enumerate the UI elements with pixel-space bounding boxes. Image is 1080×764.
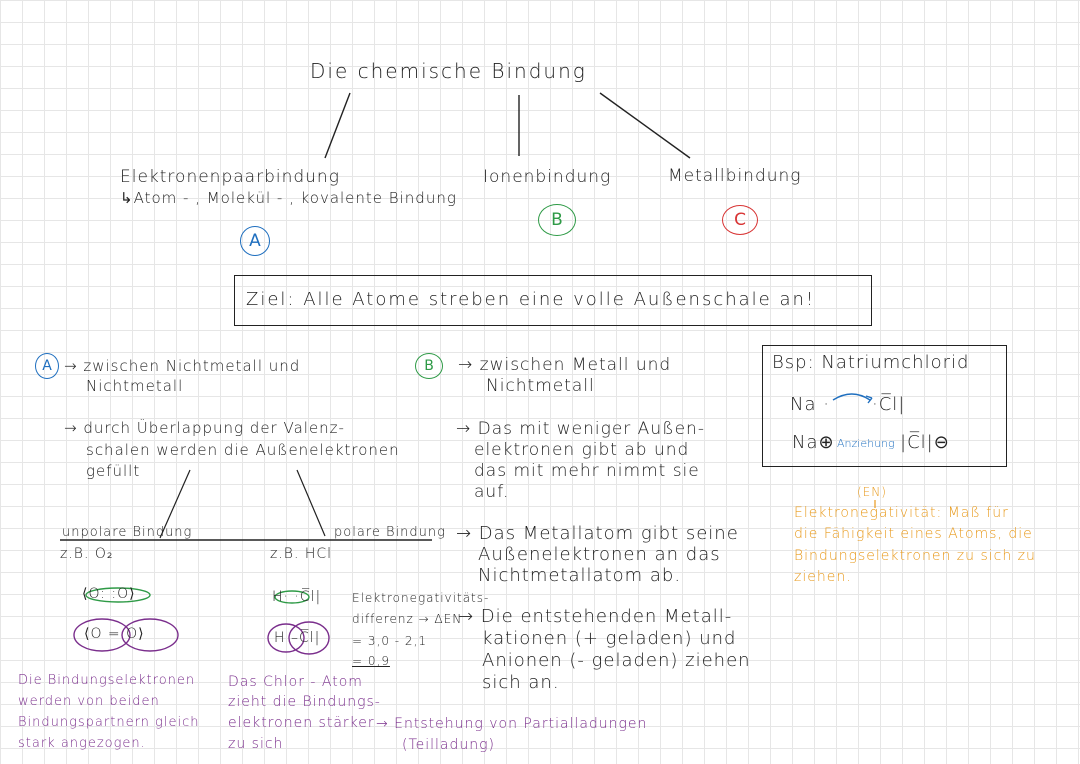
note-polar-3: elektronen stärker [228, 715, 375, 731]
section-a-point2-cont1: schalen werden die Außenelektronen [86, 441, 400, 459]
section-b-point1: → zwischen Metall und [458, 355, 672, 375]
scale-pointer-left [159, 469, 191, 539]
section-b-point1-cont: Nichtmetall [486, 376, 595, 396]
label-unpolar: unpolare Bindung [62, 525, 193, 540]
en-definition-1: Elektronegativität: Maß für [794, 505, 1009, 521]
note-partial-charge: → Entstehung von Partialladungen [376, 716, 648, 732]
hcl-orbital-h [267, 623, 305, 653]
note-unpolar-3: Bindungspartnern gleich [18, 715, 200, 730]
o2-orbital-left [73, 618, 131, 652]
branch-metallbindung: Metallbindung [668, 166, 802, 186]
section-b-marker: B [415, 353, 443, 379]
section-b-point4-cont1: kationen (+ geladen) und [482, 628, 737, 649]
section-a-point2: → durch Überlappung der Valenz- [64, 419, 345, 437]
section-b-point3-cont2: Nichtmetallatom ab. [478, 565, 682, 586]
hcl-orbital-cl [288, 621, 330, 655]
en-diff-label-2: differenz → ΔEN [352, 612, 463, 626]
example-cl-atom: ·C̅l| [872, 394, 906, 415]
o2-lewis-dots: ⟨O: :O⟩ [82, 586, 136, 602]
marker-b-circle: B [538, 204, 576, 236]
note-polar-4: zu sich [228, 736, 284, 752]
section-b-point3-cont1: Außenelektronen an das [478, 544, 721, 565]
electron-transfer-arrowhead-a [867, 397, 873, 404]
example-attraction-label: Anziehung [837, 437, 895, 450]
goal-box [234, 275, 872, 326]
example-na-ion: Na⊕ [792, 432, 835, 453]
section-b-point2: → Das mit weniger Außen- [456, 419, 705, 439]
note-polar-2: zieht die Bindungs- [228, 694, 381, 710]
branch-elektronenpaarbindung-synonyms: ↳Atom - , Molekül - , kovalente Bindung [120, 189, 457, 207]
en-definition-2: die Fähigkeit eines Atoms, die [794, 526, 1033, 542]
example-hcl: z.B. HCl [270, 546, 333, 562]
note-partial-charge-2: (Teilladung) [402, 737, 495, 753]
section-b-point4: → Die entstehenden Metall- [458, 606, 733, 627]
goal-text: Ziel: Alle Atome streben eine volle Auße… [246, 289, 816, 310]
section-a-point2-cont2: gefüllt [86, 462, 141, 480]
o2-overlap-green [85, 587, 151, 603]
en-diff-result: = 0,9 [352, 654, 390, 668]
section-a-point1: → zwischen Nichtmetall und [64, 357, 301, 375]
marker-a-circle: A [240, 226, 270, 256]
section-a-marker: A [35, 353, 59, 379]
section-a-point1-cont: Nichtmetall [86, 377, 184, 395]
marker-c-circle: C [722, 205, 758, 235]
section-b-point2-cont2: das mit mehr nimmt sie [474, 461, 700, 481]
en-abbreviation: (EN) [857, 485, 887, 499]
example-box [762, 345, 1007, 467]
example-o2: z.B. O₂ [60, 546, 114, 562]
note-unpolar-2: werden von beiden [18, 694, 160, 709]
example-box-title: Bsp: Natriumchlorid [772, 352, 970, 373]
o2-lewis-double-bond: ⟨O = O⟩ [84, 626, 145, 642]
line-to-metallbindung [599, 92, 691, 159]
scale-pointer-right [296, 469, 326, 537]
en-definition-3: Bindungselektronen zu sich zu [794, 548, 1036, 564]
section-b-point4-cont3: sich an. [482, 672, 560, 693]
hcl-overlap-green [274, 590, 310, 604]
hcl-lewis-dots: H· ·C̅l| [272, 589, 322, 605]
o2-orbital-right [121, 618, 179, 652]
en-diff-label-1: Elektronegativitäts- [352, 591, 490, 605]
note-unpolar-1: Die Bindungselektronen [18, 673, 196, 688]
branch-elektronenpaarbindung: Elektronenpaarbindung [120, 167, 340, 187]
section-b-point3: → Das Metallatom gibt seine [456, 523, 739, 544]
label-polar: polare Bindung [334, 525, 446, 540]
en-diff-calc: = 3,0 - 2,1 [352, 634, 427, 648]
example-na-atom: Na · [790, 394, 830, 415]
section-b-point2-cont3: auf. [474, 482, 510, 502]
hcl-lewis-bond: H –C̅l| [274, 630, 321, 646]
electron-transfer-arrow [832, 393, 871, 401]
line-to-elektronenpaarbindung [324, 92, 351, 159]
note-unpolar-4: stark angezogen. [18, 736, 146, 751]
electron-transfer-arrowhead-b [865, 395, 873, 399]
en-definition-4: ziehen. [794, 569, 852, 585]
section-b-point4-cont2: Anionen (- geladen) ziehen [482, 650, 751, 671]
section-b-point2-cont1: elektronen gibt ab und [474, 440, 690, 460]
branch-ionenbindung: Ionenbindung [483, 167, 612, 187]
note-polar-1: Das Chlor - Atom [228, 674, 363, 690]
example-cl-ion: |C̅l|⊖ [900, 432, 950, 453]
page-title: Die chemische Bindung [310, 59, 587, 83]
